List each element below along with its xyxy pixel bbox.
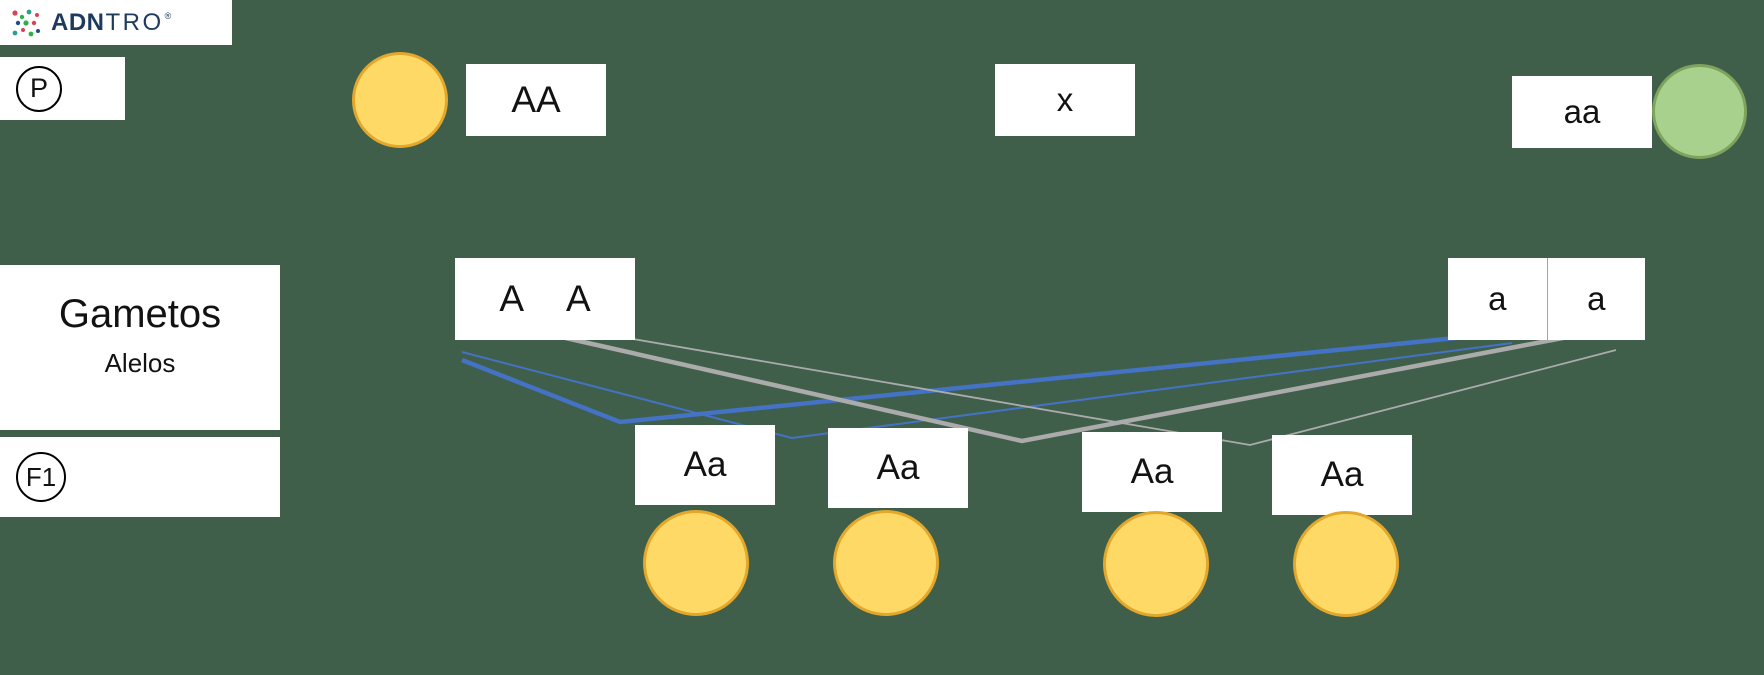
parent-genotype-AA: AA bbox=[466, 64, 606, 136]
offspring-genotype-box-1: Aa bbox=[635, 425, 775, 505]
connector-gray-thick bbox=[547, 331, 1569, 444]
brand-light-text: TRO bbox=[105, 8, 164, 36]
adntro-logo: ADN TRO ® bbox=[0, 0, 232, 45]
parental-generation-box: P bbox=[0, 57, 125, 120]
gametes-left-box: A A bbox=[455, 258, 635, 340]
connector-blue-thin bbox=[461, 342, 1513, 440]
right-allele-2: a bbox=[1546, 258, 1646, 340]
brand-bold-text: ADN bbox=[51, 8, 105, 36]
parental-generation-badge: P bbox=[16, 65, 62, 112]
offspring-phenotype-circle-3 bbox=[1103, 511, 1209, 617]
f1-generation-badge: F1 bbox=[16, 452, 66, 502]
connector-gray-thin bbox=[574, 328, 1617, 446]
left-allele-1: A bbox=[499, 278, 524, 319]
registered-mark: ® bbox=[164, 10, 172, 21]
parent-genotype-aa: aa bbox=[1512, 76, 1652, 148]
gametes-title: Gametos bbox=[58, 292, 222, 336]
offspring-phenotype-circle-1 bbox=[643, 510, 749, 616]
gametes-subtitle: Alelos bbox=[104, 348, 176, 378]
right-allele-1: a bbox=[1488, 280, 1507, 317]
parent-phenotype-circle-yellow bbox=[352, 52, 448, 148]
offspring-genotype-box-3: Aa bbox=[1082, 432, 1222, 512]
offspring-genotype-box-4: Aa bbox=[1272, 435, 1412, 515]
offspring-phenotype-circle-2 bbox=[833, 510, 939, 616]
left-allele-2: A bbox=[566, 278, 591, 319]
f1-generation-box: F1 bbox=[0, 437, 280, 517]
dna-dots-icon bbox=[12, 9, 40, 36]
offspring-phenotype-circle-4 bbox=[1293, 511, 1399, 617]
offspring-genotype-box-2: Aa bbox=[828, 428, 968, 508]
connector-blue-thick bbox=[461, 335, 1457, 425]
gametes-label-box: Gametos Alelos bbox=[0, 265, 280, 430]
gametes-right-box: a a bbox=[1448, 258, 1645, 340]
adntro-wordmark: ADN TRO ® bbox=[51, 9, 171, 37]
cross-symbol-box: x bbox=[995, 64, 1135, 136]
parent-phenotype-circle-green bbox=[1652, 64, 1747, 159]
